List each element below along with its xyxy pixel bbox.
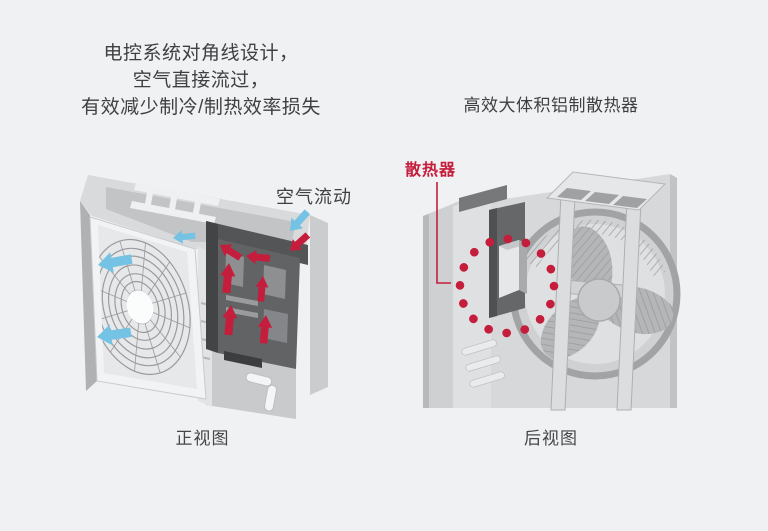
radiator-highlight-circle xyxy=(455,234,559,338)
top-step xyxy=(459,185,507,212)
radiator-label: 散热器 xyxy=(405,162,457,179)
control-board-components xyxy=(224,253,288,368)
front-view-note: 电控系统对角线设计， 空气直接流过， 有效减少制冷/制热效率损失 xyxy=(36,40,366,121)
rear-view-note: 高效大体积铝制散热器 xyxy=(463,96,639,115)
unit-left-wall xyxy=(80,201,97,391)
front-view-note-line2: 空气直接流过， xyxy=(132,70,270,91)
side-vent-slots xyxy=(461,339,505,388)
grille-hub xyxy=(126,290,154,324)
cutaway-left-lip xyxy=(206,221,218,353)
airflow-label: 空气流动 xyxy=(276,187,352,207)
rear-view-caption: 后视图 xyxy=(524,429,578,448)
front-view-note-line1: 电控系统对角线设计， xyxy=(103,43,299,64)
refrigerant-pipes xyxy=(245,372,277,412)
fan-hub xyxy=(577,278,621,322)
front-view-note-line3: 有效减少制冷/制热效率损失 xyxy=(81,97,321,118)
front-view-caption: 正视图 xyxy=(175,429,230,448)
side-panel xyxy=(423,185,527,408)
front-view-illustration xyxy=(80,175,328,419)
top-ladder-beam xyxy=(130,183,220,224)
corner-post xyxy=(453,195,491,408)
rear-view-illustration xyxy=(423,171,681,411)
radiator-block xyxy=(499,240,527,298)
unit-right-wall xyxy=(310,215,328,395)
radiator-leader-line xyxy=(436,182,451,284)
rear-frame-bars xyxy=(545,171,667,411)
